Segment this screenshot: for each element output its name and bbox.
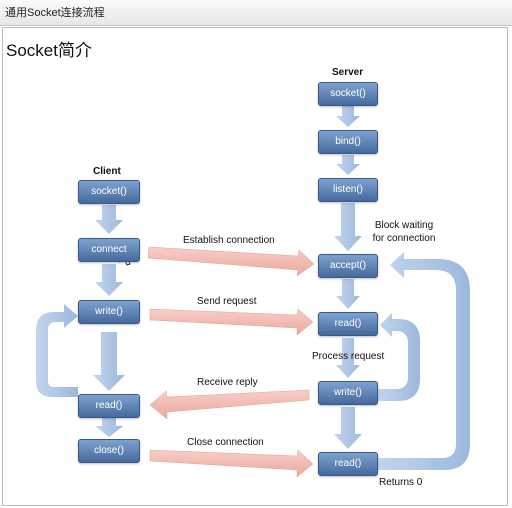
message-arrow-receive <box>149 389 310 420</box>
client-close-box: close() <box>78 439 140 463</box>
flow-arrow-server-write-read <box>334 407 362 449</box>
label-block-waiting-line2: for connection <box>372 233 436 244</box>
server-write-box: write() <box>318 381 378 405</box>
client-header: Client <box>93 166 121 177</box>
window-title: 通用Socket连接流程 <box>0 0 512 26</box>
flow-arrow-server-bind-listen <box>336 155 360 175</box>
label-returns-zero: Returns 0 <box>379 477 423 488</box>
client-read-box: read() <box>78 394 140 418</box>
loop-arrow-client-read-to-write <box>36 304 78 397</box>
flow-arrow-client-socket-connect <box>95 205 123 234</box>
label-block-waiting: Block waiting for connection <box>366 219 442 245</box>
client-connect-box: connect <box>78 238 140 262</box>
server-read-box: read() <box>318 312 378 336</box>
client-socket-box: socket() <box>78 180 140 204</box>
flow-arrow-server-read-write <box>336 338 360 378</box>
server-socket-box: socket() <box>318 82 378 106</box>
server-bind-box: bind() <box>318 130 378 154</box>
flow-arrow-client-write-read <box>93 332 125 391</box>
flow-arrow-server-socket-bind <box>336 106 360 127</box>
label-establish-connection: Establish connection <box>183 235 275 246</box>
flow-arrow-client-connect-write <box>95 264 123 296</box>
server-header: Server <box>332 67 364 78</box>
label-close-connection: Close connection <box>187 437 264 448</box>
label-send-request: Send request <box>197 296 257 307</box>
message-arrow-close <box>149 449 314 478</box>
flow-arrow-server-listen-accept <box>334 203 362 251</box>
loop-arrow-server-read-to-accept <box>378 252 470 470</box>
flow-arrow-client-read-close <box>95 418 123 437</box>
loop-arrow-server-write-to-read <box>378 313 420 401</box>
message-arrow-send <box>149 308 314 336</box>
server-read-final-box: read() <box>318 452 378 476</box>
label-process-request: Process request <box>312 351 385 362</box>
slide-title: Socket简介 <box>6 41 92 60</box>
server-accept-box: accept() <box>318 254 378 278</box>
server-listen-box: listen() <box>318 178 378 202</box>
client-write-box: write() <box>78 300 140 324</box>
label-receive-reply: Receive reply <box>197 377 258 388</box>
label-block-waiting-line1: Block waiting <box>374 220 434 231</box>
message-arrow-establish <box>147 246 315 277</box>
flow-arrow-server-accept-read <box>336 279 360 309</box>
